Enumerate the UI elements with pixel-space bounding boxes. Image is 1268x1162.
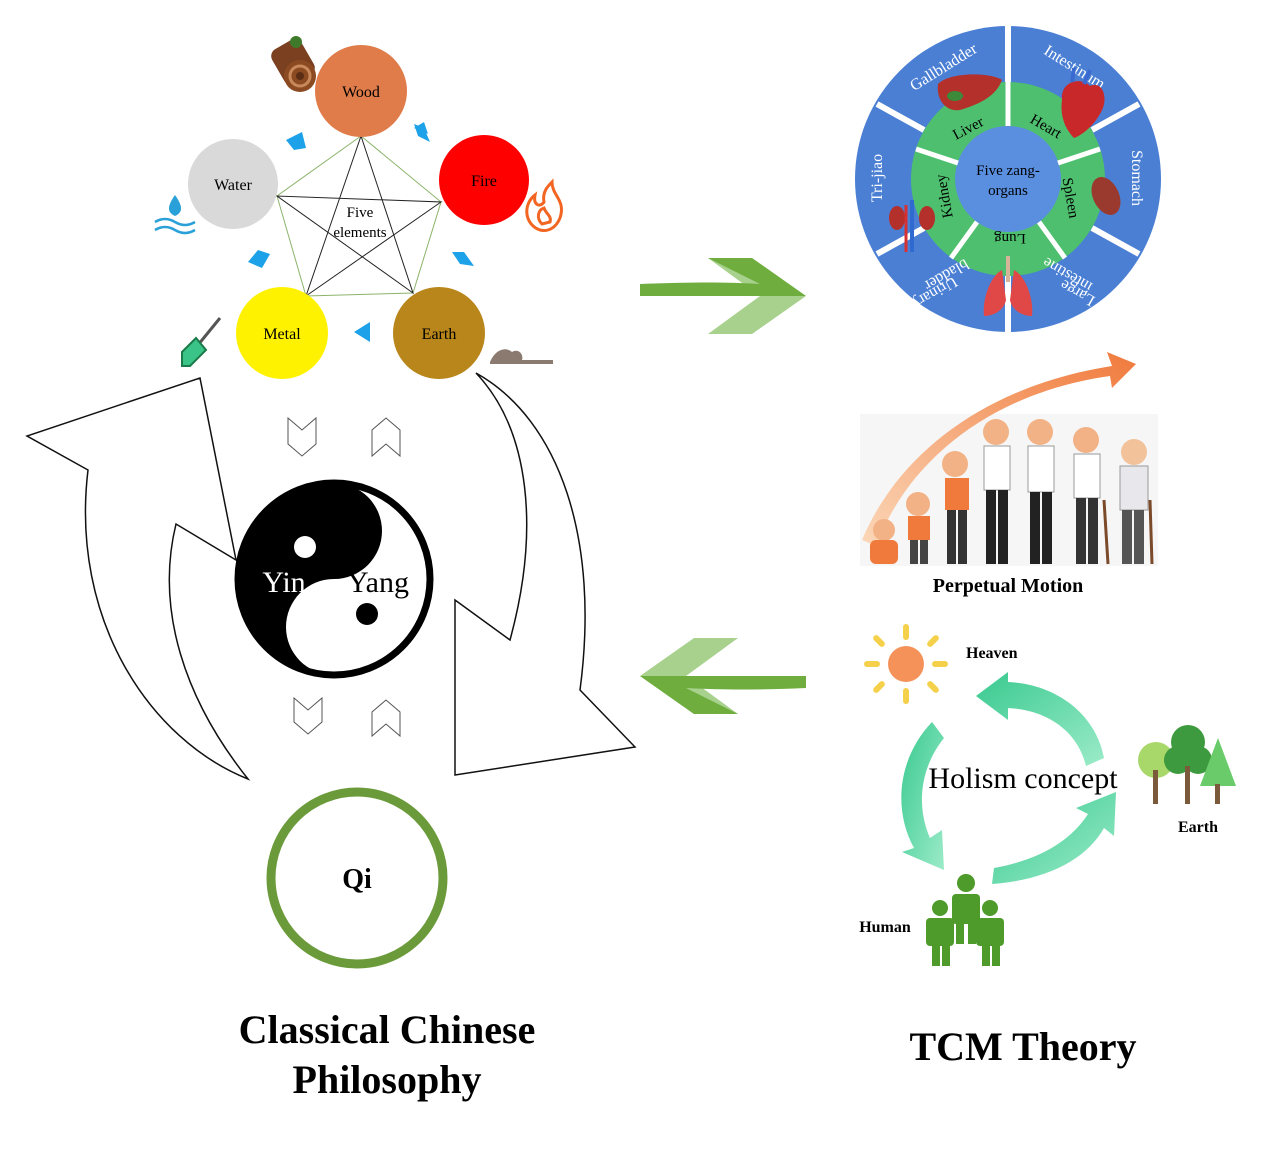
zang-center-line1: Five zang- — [976, 163, 1040, 179]
left-title-line2: Philosophy — [293, 1057, 482, 1102]
kidney-icon — [889, 200, 935, 252]
growth-arrow — [862, 352, 1136, 546]
pentagon-outline — [276, 135, 442, 297]
arrow-earth-to-heaven — [976, 672, 1104, 766]
elder-figure — [1119, 439, 1154, 565]
soil-mound-icon — [490, 349, 553, 364]
youth-figure — [942, 451, 969, 564]
young-adult-figure — [983, 419, 1011, 564]
generation-arrows — [248, 122, 474, 342]
metal-label: Metal — [263, 326, 301, 343]
arrow-wood-fire-body — [414, 124, 430, 142]
arrow-earth-metal — [354, 322, 370, 342]
sun-icon — [864, 624, 948, 704]
earth-label: Earth — [422, 326, 457, 343]
qi-label: Qi — [342, 864, 372, 895]
arrow-heaven-to-human — [901, 722, 944, 870]
earth-circle — [393, 287, 485, 379]
right-cycle-arrow — [454, 372, 637, 776]
shovel-icon — [181, 317, 222, 367]
holism-concept-label: Holism concept — [928, 762, 1118, 795]
five-elements-center-line2: elements — [333, 225, 386, 241]
spleen-icon — [1091, 177, 1121, 215]
yang-dot — [356, 603, 378, 625]
zang-organ-wheel: Five zang- organs Liver Heart Spleen Lun… — [855, 26, 1161, 332]
chevron-up-icon — [371, 699, 401, 738]
chevron-down-icon — [293, 696, 323, 735]
stomach-label: Stomach — [1128, 150, 1145, 206]
arrow-water-wood — [286, 132, 306, 150]
five-elements-center-line1: Five — [347, 205, 374, 221]
heaven-label: Heaven — [966, 645, 1018, 662]
water-drop-icon — [154, 195, 196, 235]
metal-circle — [236, 287, 328, 379]
wood-label: Wood — [342, 84, 380, 101]
chevron-up-icon — [371, 417, 401, 458]
earth-label-holism: Earth — [1178, 819, 1218, 836]
arrow-metal-water — [248, 250, 270, 268]
fire-label: Fire — [471, 173, 497, 190]
tri-jiao-label: Tri-jiao — [869, 154, 886, 202]
left-cycle-arrow — [25, 377, 251, 781]
yin-dot — [294, 536, 316, 558]
liver-icon — [937, 74, 1002, 111]
fire-circle — [439, 135, 529, 225]
lung-label: Lung — [994, 230, 1026, 246]
five-elements-group: Five elements Wood Fire Earth Metal Wate… — [154, 36, 563, 379]
qi-ring: Qi — [266, 787, 448, 969]
zang-center-line2: organs — [988, 183, 1028, 199]
lungs-icon — [983, 256, 1033, 316]
perpetual-motion-illustration: Perpetual Motion — [860, 352, 1158, 597]
child-figure — [906, 492, 930, 564]
human-label: Human — [859, 919, 911, 936]
holism-cycle: Heaven Holism concept Earth — [859, 624, 1236, 966]
pentagram-star — [275, 135, 443, 298]
arrow-human-to-earth — [992, 792, 1116, 884]
spleen-label: Spleen — [1059, 177, 1082, 220]
chevrons-top — [287, 416, 401, 458]
cycle-arrows — [25, 372, 637, 781]
yang-label: Yang — [347, 566, 409, 599]
baby-figure — [870, 519, 898, 564]
water-label: Water — [214, 177, 252, 194]
perpetual-motion-label: Perpetual Motion — [933, 575, 1084, 597]
kidney-label: Kidney — [933, 172, 957, 219]
arrow-right-green — [640, 258, 806, 334]
arrow-left-green — [640, 638, 806, 714]
trees-icon — [1138, 725, 1236, 804]
flame-icon — [525, 178, 563, 232]
water-circle — [188, 139, 278, 229]
chevrons-bottom — [293, 696, 401, 738]
older-adult-figure — [1073, 427, 1110, 565]
right-title: TCM Theory — [909, 1024, 1136, 1069]
chevron-down-icon — [287, 416, 317, 457]
yin-yang-symbol: Yin Yang — [234, 479, 434, 679]
yin-label: Yin — [262, 566, 305, 599]
wood-log-icon — [271, 36, 316, 92]
wood-circle — [315, 45, 407, 137]
adult-figure — [1027, 419, 1055, 564]
arrow-fire-earth — [452, 252, 474, 266]
people-ages-figures — [870, 419, 1154, 565]
people-group-icon — [926, 874, 1004, 966]
left-title-line1: Classical Chinese — [239, 1007, 536, 1052]
heart-organ-icon — [1061, 67, 1105, 138]
